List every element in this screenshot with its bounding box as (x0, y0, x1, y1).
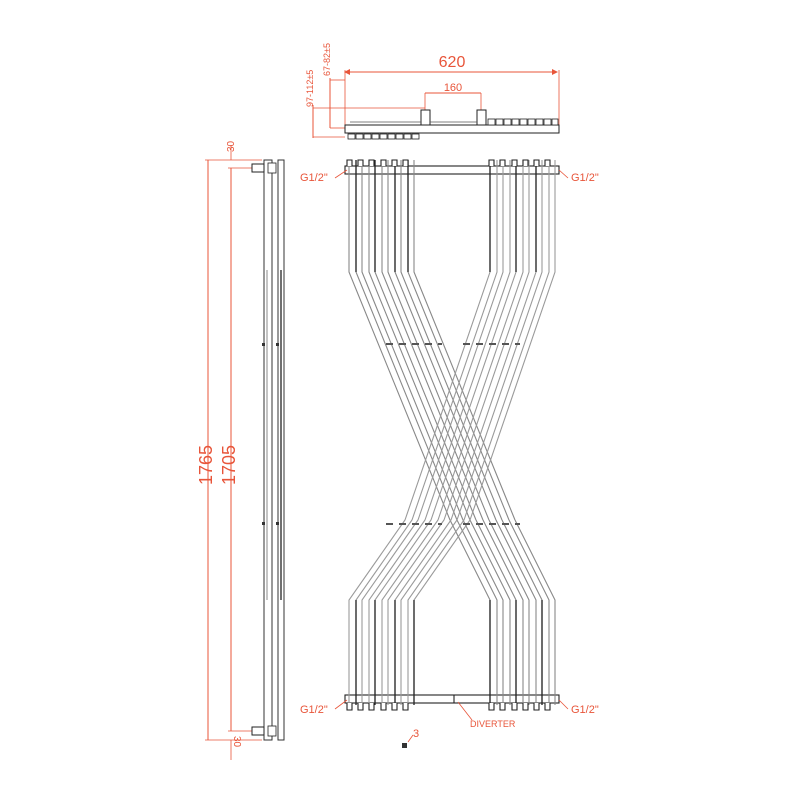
dim-overall-height: 1765 (196, 445, 216, 485)
dim-pipe-height: 1705 (219, 445, 239, 485)
dim-projection-min: 67-82±5 (322, 43, 332, 76)
side-view (205, 145, 285, 760)
label-connection-top-right: G1/2" (571, 172, 599, 184)
front-view (334, 159, 569, 748)
label-connection-bottom-right: G1/2" (571, 704, 599, 716)
dim-overall-width: 620 (439, 54, 466, 71)
label-connection-bottom-left: G1/2" (300, 704, 328, 716)
dim-projection-max: 97-112±5 (305, 70, 315, 107)
dim-top-offset: 30 (226, 140, 237, 152)
label-diverter: DIVERTER (470, 719, 516, 729)
top-view (312, 69, 560, 140)
dim-pipe-centres: 160 (444, 82, 462, 94)
dim-bottom-offset: 30 (231, 736, 242, 748)
label-connection-top-left: G1/2" (300, 172, 328, 184)
callout-number: 3 (413, 728, 419, 740)
